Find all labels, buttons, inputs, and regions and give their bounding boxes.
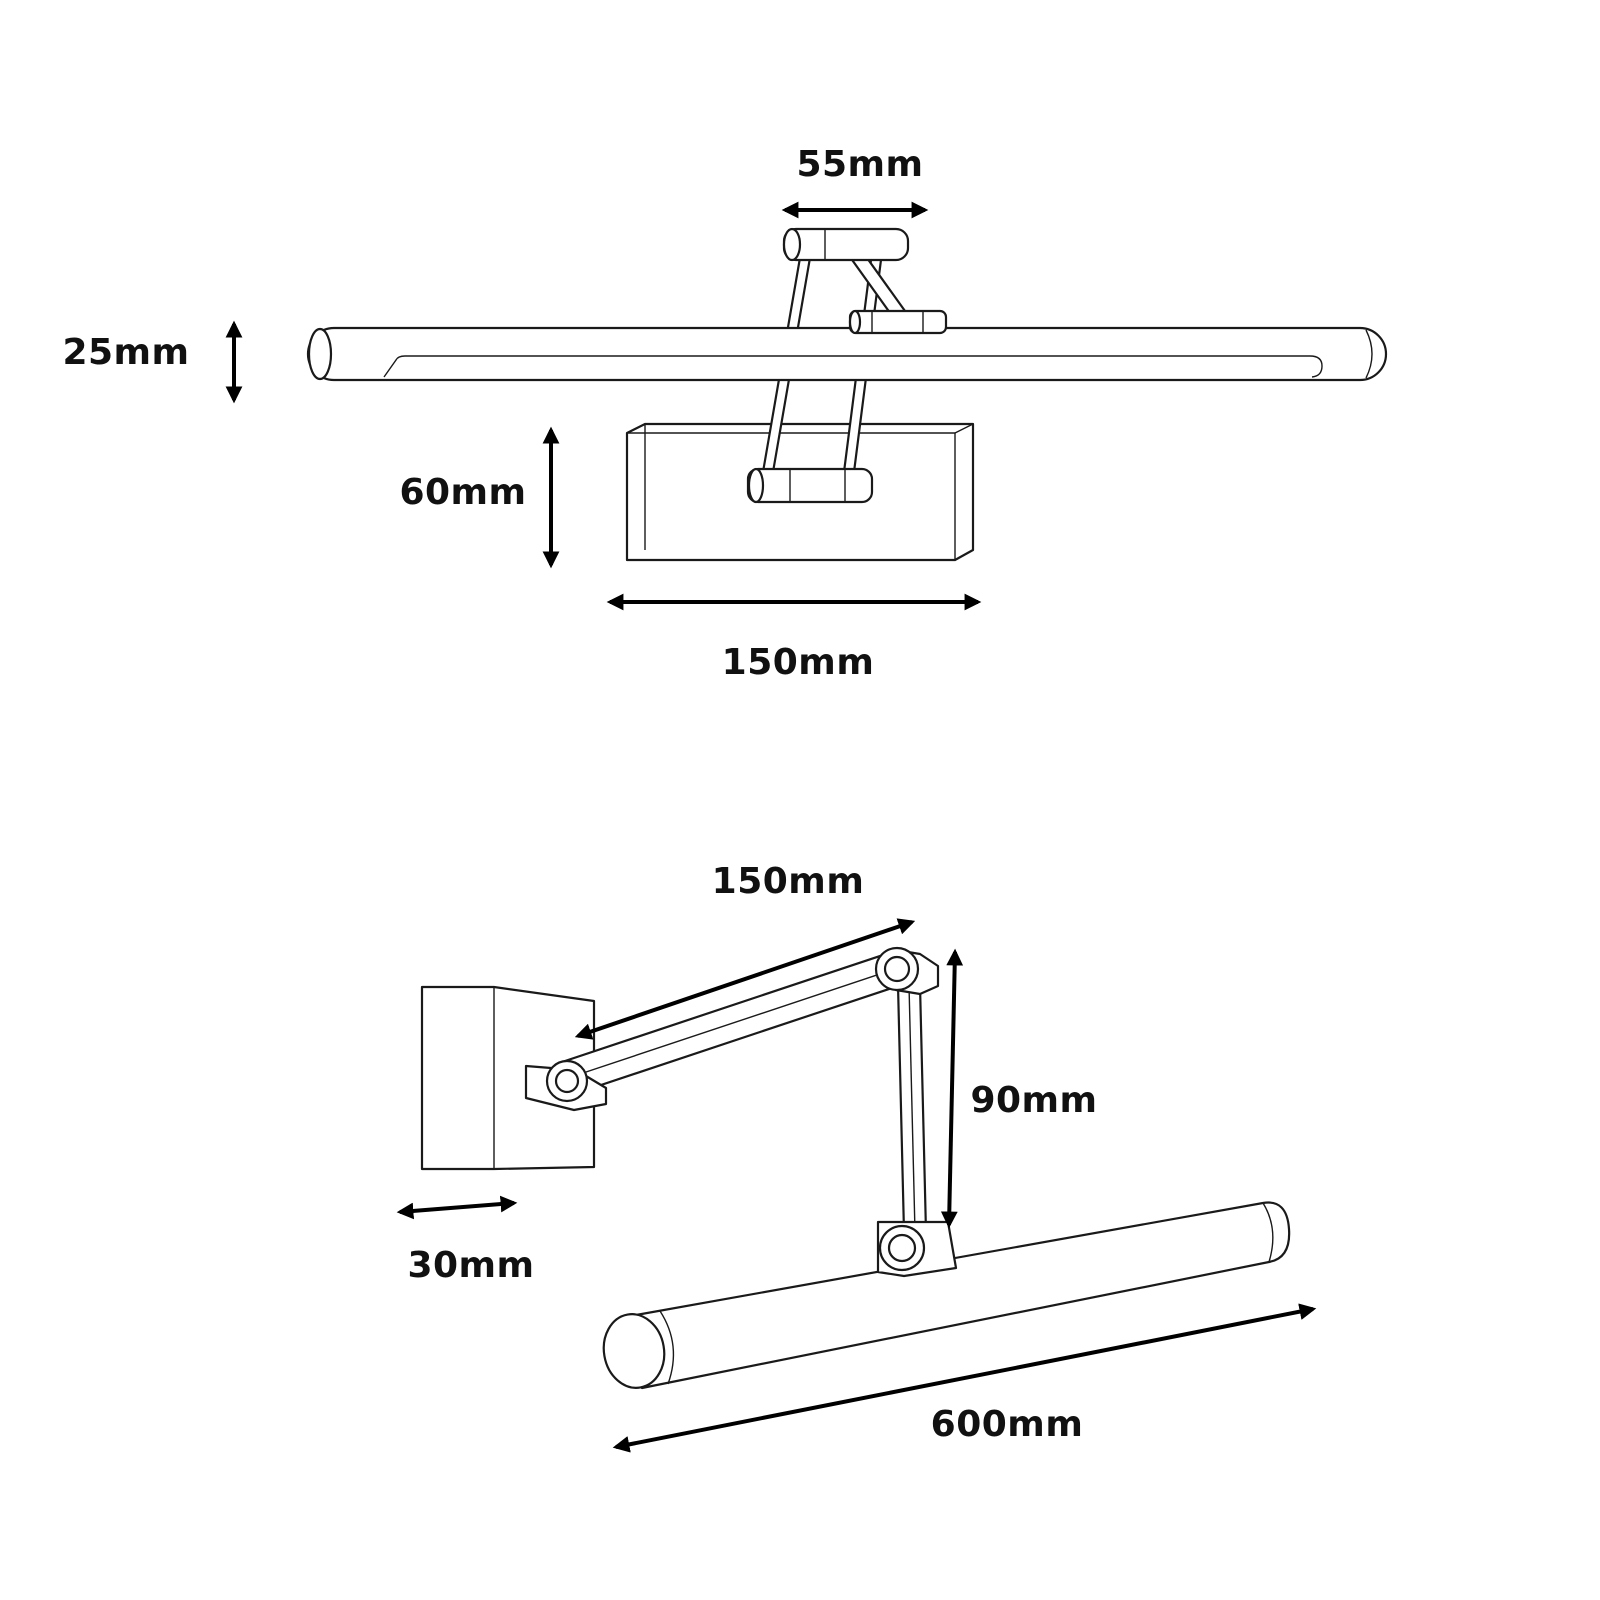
dim-arrow-tube-length xyxy=(612,1303,1317,1453)
dim-arrow-vertical-arm xyxy=(940,948,964,1229)
label-base-width: 150mm xyxy=(722,642,875,683)
side-wall-box xyxy=(420,985,596,1171)
top-upper-pivot xyxy=(782,227,910,262)
side-wall-pivot xyxy=(524,1059,608,1112)
dim-arrow-upper-arm xyxy=(574,918,916,1040)
label-base-height: 60mm xyxy=(399,472,526,513)
side-elbow-pivot xyxy=(874,946,940,996)
top-light-tube xyxy=(306,326,1388,382)
label-upper-arm: 150mm xyxy=(712,861,865,902)
top-view: 55mm 25mm 60mm 150mm xyxy=(62,144,1388,683)
label-base-depth: 30mm xyxy=(407,1245,534,1286)
label-tube-length: 600mm xyxy=(931,1404,1084,1445)
label-arm-width: 55mm xyxy=(796,144,923,185)
label-vertical-arm: 90mm xyxy=(970,1080,1097,1121)
side-view: 150mm 90mm 30mm 600mm xyxy=(396,861,1317,1453)
top-lower-knuckle xyxy=(746,467,874,504)
side-lower-pivot xyxy=(878,1224,926,1272)
top-tube-knuckle xyxy=(848,309,948,335)
label-tube-height: 25mm xyxy=(62,332,189,373)
dim-arrow-base-depth xyxy=(396,1195,518,1220)
side-vertical-arm xyxy=(896,983,928,1234)
